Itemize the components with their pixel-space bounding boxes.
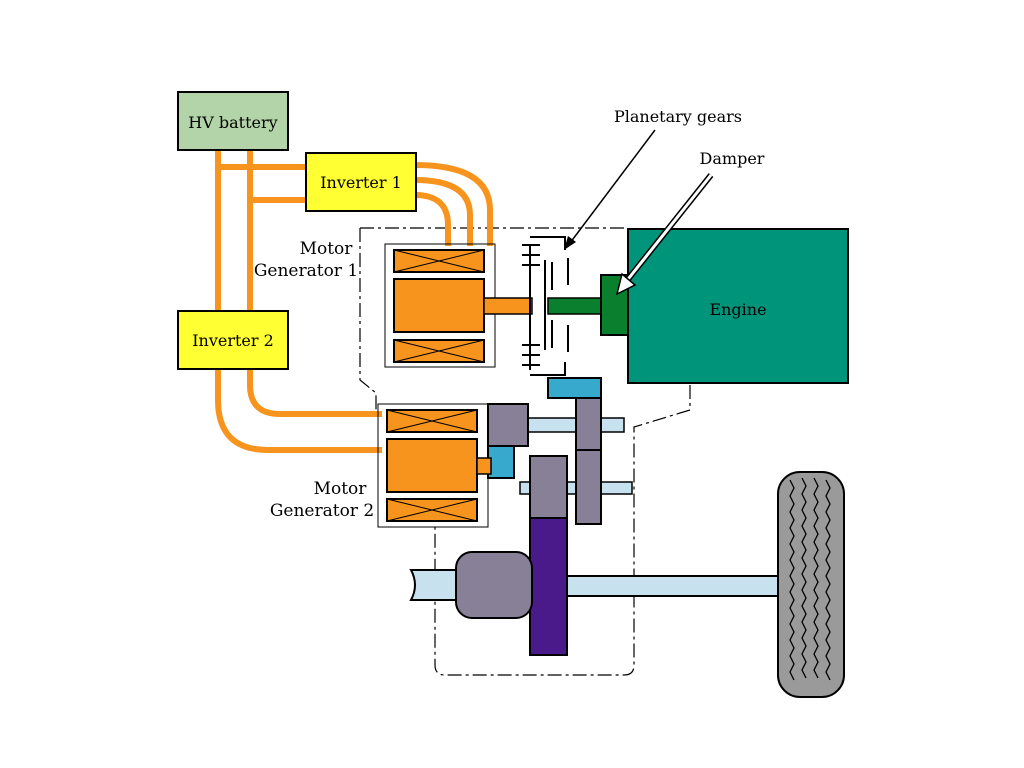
engine-box [627,228,849,384]
planetary-gear-set [522,236,569,376]
motor-generator-2 [377,403,492,528]
final-drive-pinion [529,455,568,519]
engine-shaft [547,297,603,315]
mg2-shaft [476,457,492,475]
mg1-label-line2: Generator 1 [254,261,358,281]
mg1-shaft [483,297,533,315]
damper-label: Damper [700,149,765,168]
final-drive-ring-gear [529,517,568,656]
hv-wiring [215,150,493,453]
wire-inv1-mg1-c [414,192,451,246]
motor-generator-1 [384,243,533,368]
ring-gear-output [547,377,602,399]
drive-axle-right [566,575,781,597]
damper-leader [615,173,714,296]
inverter-2-label: Inverter 2 [192,331,274,350]
wire-inv2-mg2-a [247,368,382,417]
wheel-tire [777,471,845,698]
mg2-rotor [386,438,478,493]
hv-battery-box [177,91,289,151]
inverter-1-label: Inverter 1 [320,173,402,192]
planetary-gears-label: Planetary gears [614,107,742,126]
engine-label: Engine [709,300,766,319]
mg1-rotor [393,278,485,333]
counter-driven-gear [575,397,602,451]
planetary-gears-arrowhead [564,236,576,250]
inverter-2-box [177,310,289,370]
mg2-label-line1: Motor [314,479,368,499]
wire-inv1-mg1-b [414,177,473,246]
tire-body [777,471,845,698]
planetary-gears-leader [569,129,656,244]
hv-battery-label: HV battery [188,113,277,132]
differential [455,551,533,619]
tire-tread [789,477,831,681]
mg2-sun-gear [487,445,515,479]
wire-inv2-mg2-b [215,368,382,453]
counter-drive-gear [575,449,602,525]
mg2-label-line2: Generator 2 [270,501,374,521]
mg2-reduction-gear [487,403,529,447]
inverter-1-box [305,152,417,212]
wire-inv1-mg1-a [414,162,493,246]
mg1-label-line1: Motor [300,239,354,259]
transaxle-housing-outline [359,227,691,676]
drive-axle-left [409,569,461,601]
damper-arrowhead [615,272,637,296]
